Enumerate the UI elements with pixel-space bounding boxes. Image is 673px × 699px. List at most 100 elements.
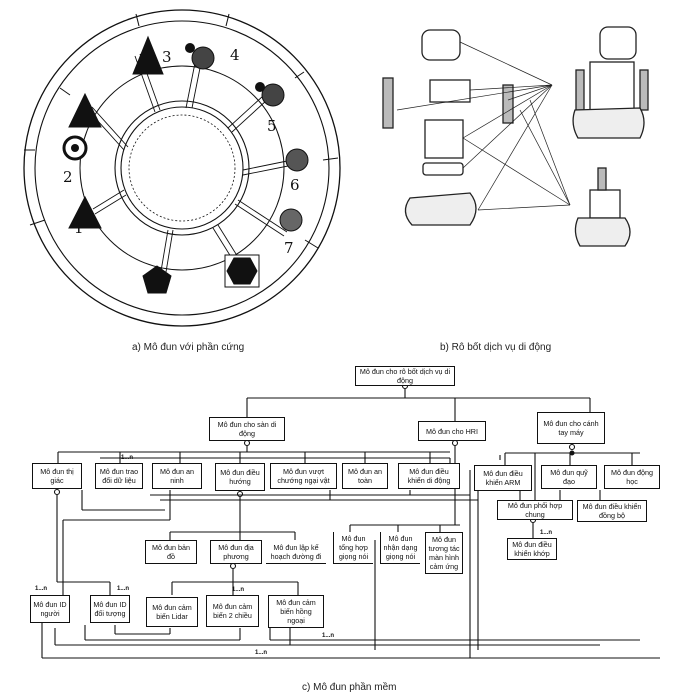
module-lidar-sensor: Mô đun cảm biến Lidar — [146, 597, 198, 627]
sphere-module-4 — [191, 46, 215, 70]
module-number-4: 4 — [230, 46, 240, 64]
caption-hardware: a) Mô đun với phần cứng — [132, 342, 245, 353]
body-panel-part — [424, 119, 464, 159]
hardware-ring-diagram — [23, 9, 341, 327]
module-label: Mô đun tương tác màn hình cảm ứng — [428, 535, 460, 571]
left-arm-part — [382, 77, 394, 129]
module-joint-control: Mô đun điều khiển khớp — [507, 538, 557, 560]
assembled-robot-body — [589, 61, 635, 111]
module-label: Mô đun cho cánh tay máy — [543, 419, 599, 437]
module-label: Mô đun ID đối tượng — [93, 600, 127, 618]
module-label: Mô đun lập kế hoạch đường đi — [270, 542, 322, 561]
module-number-2: 2 — [63, 168, 73, 186]
module-label: Mô đun điều hướng — [220, 468, 260, 486]
module-label: Mô đun điều khiển ARM — [483, 469, 523, 487]
assembly-lines — [396, 41, 571, 211]
module-localization: Mô đun địa phương — [210, 540, 262, 564]
module-arm-control: Mô đun điều khiển ARM — [474, 465, 532, 491]
module-label: Mô đun an toàn — [348, 467, 382, 485]
module-label: Mô đun điều khiển đồng bộ — [582, 502, 642, 520]
hardware-numbers: 1 2 3 4 5 6 7 — [63, 46, 300, 257]
module-label: Mô đun vượt chướng ngại vật — [277, 467, 330, 485]
triangle-module-3 — [132, 35, 164, 75]
inner-ring-dashed — [128, 114, 236, 222]
module-number-5: 5 — [267, 117, 277, 135]
module-speech-synthesis: Mô đun tổng hợp giọng nói — [333, 532, 373, 564]
monitor-head-part — [421, 29, 461, 61]
outer-ring-inner — [34, 20, 330, 316]
assembled-robot-base — [572, 107, 645, 139]
module-label: Mô đun phối hợp chung — [507, 501, 563, 519]
module-path-planning: Mô đun lập kế hoạch đường đi — [266, 540, 326, 564]
multiplicity-label: 1...n — [255, 650, 268, 656]
right-arm-part — [502, 84, 514, 124]
module-data-exchange: Mô đun trao đổi dữ liệu — [95, 463, 143, 489]
module-safety: Mô đun an toàn — [342, 463, 388, 489]
module-label: Mô đun cho rô bốt dịch vụ di động — [359, 367, 451, 385]
multiplicity-label: 1...n — [540, 530, 553, 536]
multiplicity-label: 1...n — [121, 455, 134, 461]
caption-robot: b) Rô bốt dịch vụ di động — [440, 342, 552, 353]
module-label: Mô đun điều khiển khớp — [512, 540, 552, 558]
module-label: Mô đun điều khiển di động — [407, 467, 451, 485]
inner-ring-1 — [114, 100, 250, 236]
module-speech-recognition: Mô đun nhận dạng giọng nói — [380, 532, 420, 564]
module-robot-arm: Mô đun cho cánh tay máy — [537, 412, 605, 444]
sphere-module-7 — [279, 208, 303, 232]
module-vision: Mô đun thị giác — [32, 463, 82, 489]
middle-ring — [79, 65, 285, 271]
module-mobile-platform: Mô đun cho sàn di động — [209, 417, 285, 441]
module-number-6: 6 — [290, 176, 300, 194]
triangle-module-top-left — [68, 92, 102, 128]
module-label: Mô đun thị giác — [40, 467, 74, 485]
module-touchscreen: Mô đun tương tác màn hình cảm ứng — [425, 532, 463, 574]
robot-illustration — [382, 26, 649, 247]
module-label: Mô đun ID người — [33, 600, 67, 618]
module-hri: Mô đun cho HRI — [418, 421, 486, 441]
module-number-7: 7 — [284, 239, 294, 257]
module-label: Mô đun an ninh — [160, 467, 194, 485]
module-person-id: Mô đun ID người — [30, 595, 70, 623]
multiplicity-label: 1...n — [322, 633, 335, 639]
module-motion-control: Mô đun điều khiển di động — [398, 463, 460, 489]
module-obstacle-avoidance: Mô đun vượt chướng ngại vật — [270, 463, 337, 489]
module-kinematics: Mô đun động học — [604, 465, 660, 489]
software-connectors — [41, 382, 660, 659]
module-label: Mô đun cho sàn di động — [217, 420, 277, 438]
module-label: Mô đun địa phương — [218, 543, 254, 561]
module-label: Mô đun động học — [611, 468, 653, 486]
module-trajectory: Mô đun quỹ đạo — [541, 465, 597, 489]
multiplicity-label: 1...n — [117, 586, 130, 592]
module-label: Mô đun quỹ đạo — [550, 468, 588, 486]
module-label: Mô đun cảm biến 2 chiều — [212, 602, 253, 620]
module-label: Mô đun nhận dạng giọng nói — [383, 534, 418, 561]
torso-shoulder-part — [429, 79, 471, 103]
module-number-1: 1 — [74, 219, 84, 237]
multiplicity-label: 1...n — [35, 586, 48, 592]
triangle-module-1 — [68, 195, 102, 229]
caption-software: c) Mô đun phần mềm — [302, 682, 397, 693]
module-label: Mô đun cảm biến hồng ngoại — [276, 598, 316, 625]
assembled-robot-head — [599, 26, 637, 60]
module-label: Mô đun tổng hợp giọng nói — [338, 534, 369, 561]
arm-robot-base — [574, 217, 631, 247]
module-coordination: Mô đun phối hợp chung — [497, 500, 573, 520]
mobile-base-part — [404, 192, 477, 226]
module-label: Mô đun trao đổi dữ liệu — [99, 467, 139, 485]
pentagon-module — [142, 265, 172, 294]
module-object-id: Mô đun ID đối tượng — [90, 595, 130, 623]
hexagon-module — [226, 257, 258, 285]
module-label: Mô đun bản đồ — [152, 543, 190, 561]
module-infrared-sensor: Mô đun cảm biến hồng ngoại — [268, 595, 324, 628]
module-label: Mô đun cảm biến Lidar — [152, 603, 192, 621]
module-security: Mô đun an ninh — [152, 463, 202, 489]
module-2d-sensor: Mô đun cảm biến 2 chiều — [206, 595, 259, 627]
module-root: Mô đun cho rô bốt dịch vụ di động — [355, 366, 455, 386]
multiplicity-label: 1...n — [232, 587, 245, 593]
module-sync-control: Mô đun điều khiển đồng bộ — [577, 500, 647, 522]
module-navigation: Mô đun điều hướng — [215, 463, 265, 491]
module-label: Mô đun cho HRI — [426, 426, 478, 436]
module-map: Mô đun bản đồ — [145, 540, 197, 564]
arm-robot-body — [589, 189, 621, 219]
